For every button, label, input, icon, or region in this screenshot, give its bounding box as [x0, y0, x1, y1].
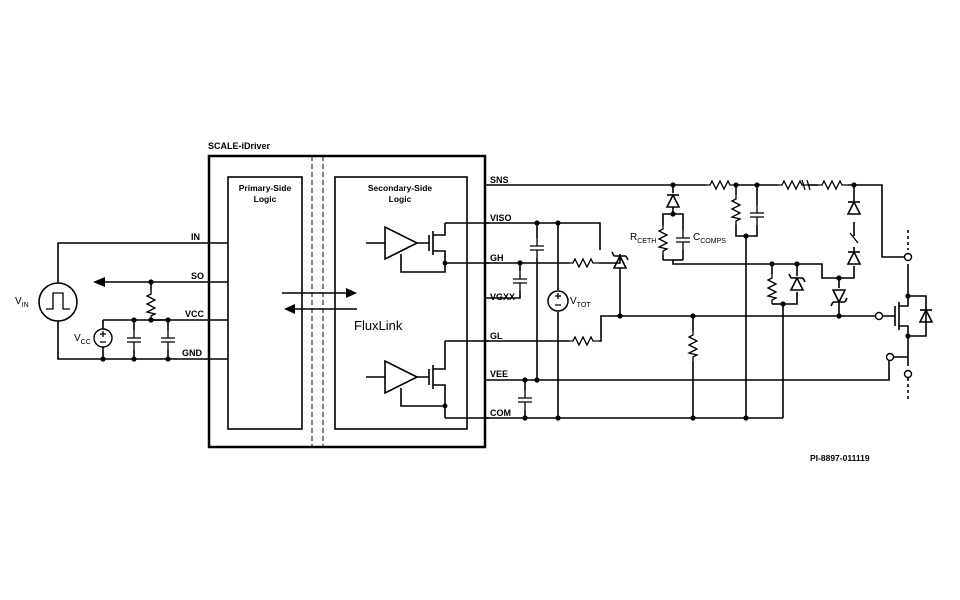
vtot-supply-source	[547, 290, 569, 312]
diode-symbols	[611, 193, 934, 323]
vcc-supply-source	[93, 328, 113, 348]
secondary-side-logic-block	[334, 176, 468, 430]
package-outline	[207, 154, 487, 449]
fluxlink-arrows	[282, 288, 357, 314]
figure-code: PI-8897-011119	[810, 453, 870, 463]
secondary-side-wiring	[485, 179, 927, 421]
pin-label-vgxx: VGXX	[490, 292, 515, 302]
pin-label-gl: GL	[490, 331, 503, 341]
secondary-block-label-1: Secondary-Side	[368, 183, 433, 193]
pin-label-vcc: VCC	[185, 309, 205, 319]
pin-label-gh: GH	[490, 253, 504, 263]
pin-label-com: COM	[490, 408, 511, 418]
pin-label-so: SO	[191, 271, 204, 281]
pin-label-in: IN	[191, 232, 200, 242]
vtot-label: VTOT	[570, 296, 591, 309]
package-title: SCALE-iDriver	[208, 141, 271, 151]
primary-block-label-2: Logic	[254, 194, 277, 204]
lower-driver-stage	[366, 340, 489, 419]
rceth-label: RCETH	[630, 232, 656, 245]
ccomps-label: CCOMPS	[693, 232, 726, 245]
vin-pulse-source	[38, 282, 78, 322]
primary-side-wiring	[57, 242, 228, 362]
terminal-nodes	[874, 252, 913, 379]
upper-driver-stage	[366, 222, 489, 273]
vcc-source-label: VCC	[74, 333, 91, 346]
fluxlink-label: FluxLink	[354, 318, 403, 333]
primary-block-label-1: Primary-Side	[239, 183, 292, 193]
pin-label-vee: VEE	[490, 369, 508, 379]
pin-label-sns: SNS	[490, 175, 509, 185]
secondary-block-label-2: Logic	[389, 194, 412, 204]
primary-side-logic-block	[227, 176, 303, 430]
pin-label-viso: VISO	[490, 213, 512, 223]
pin-label-gnd: GND	[182, 348, 203, 358]
vin-label: VIN	[15, 296, 29, 309]
